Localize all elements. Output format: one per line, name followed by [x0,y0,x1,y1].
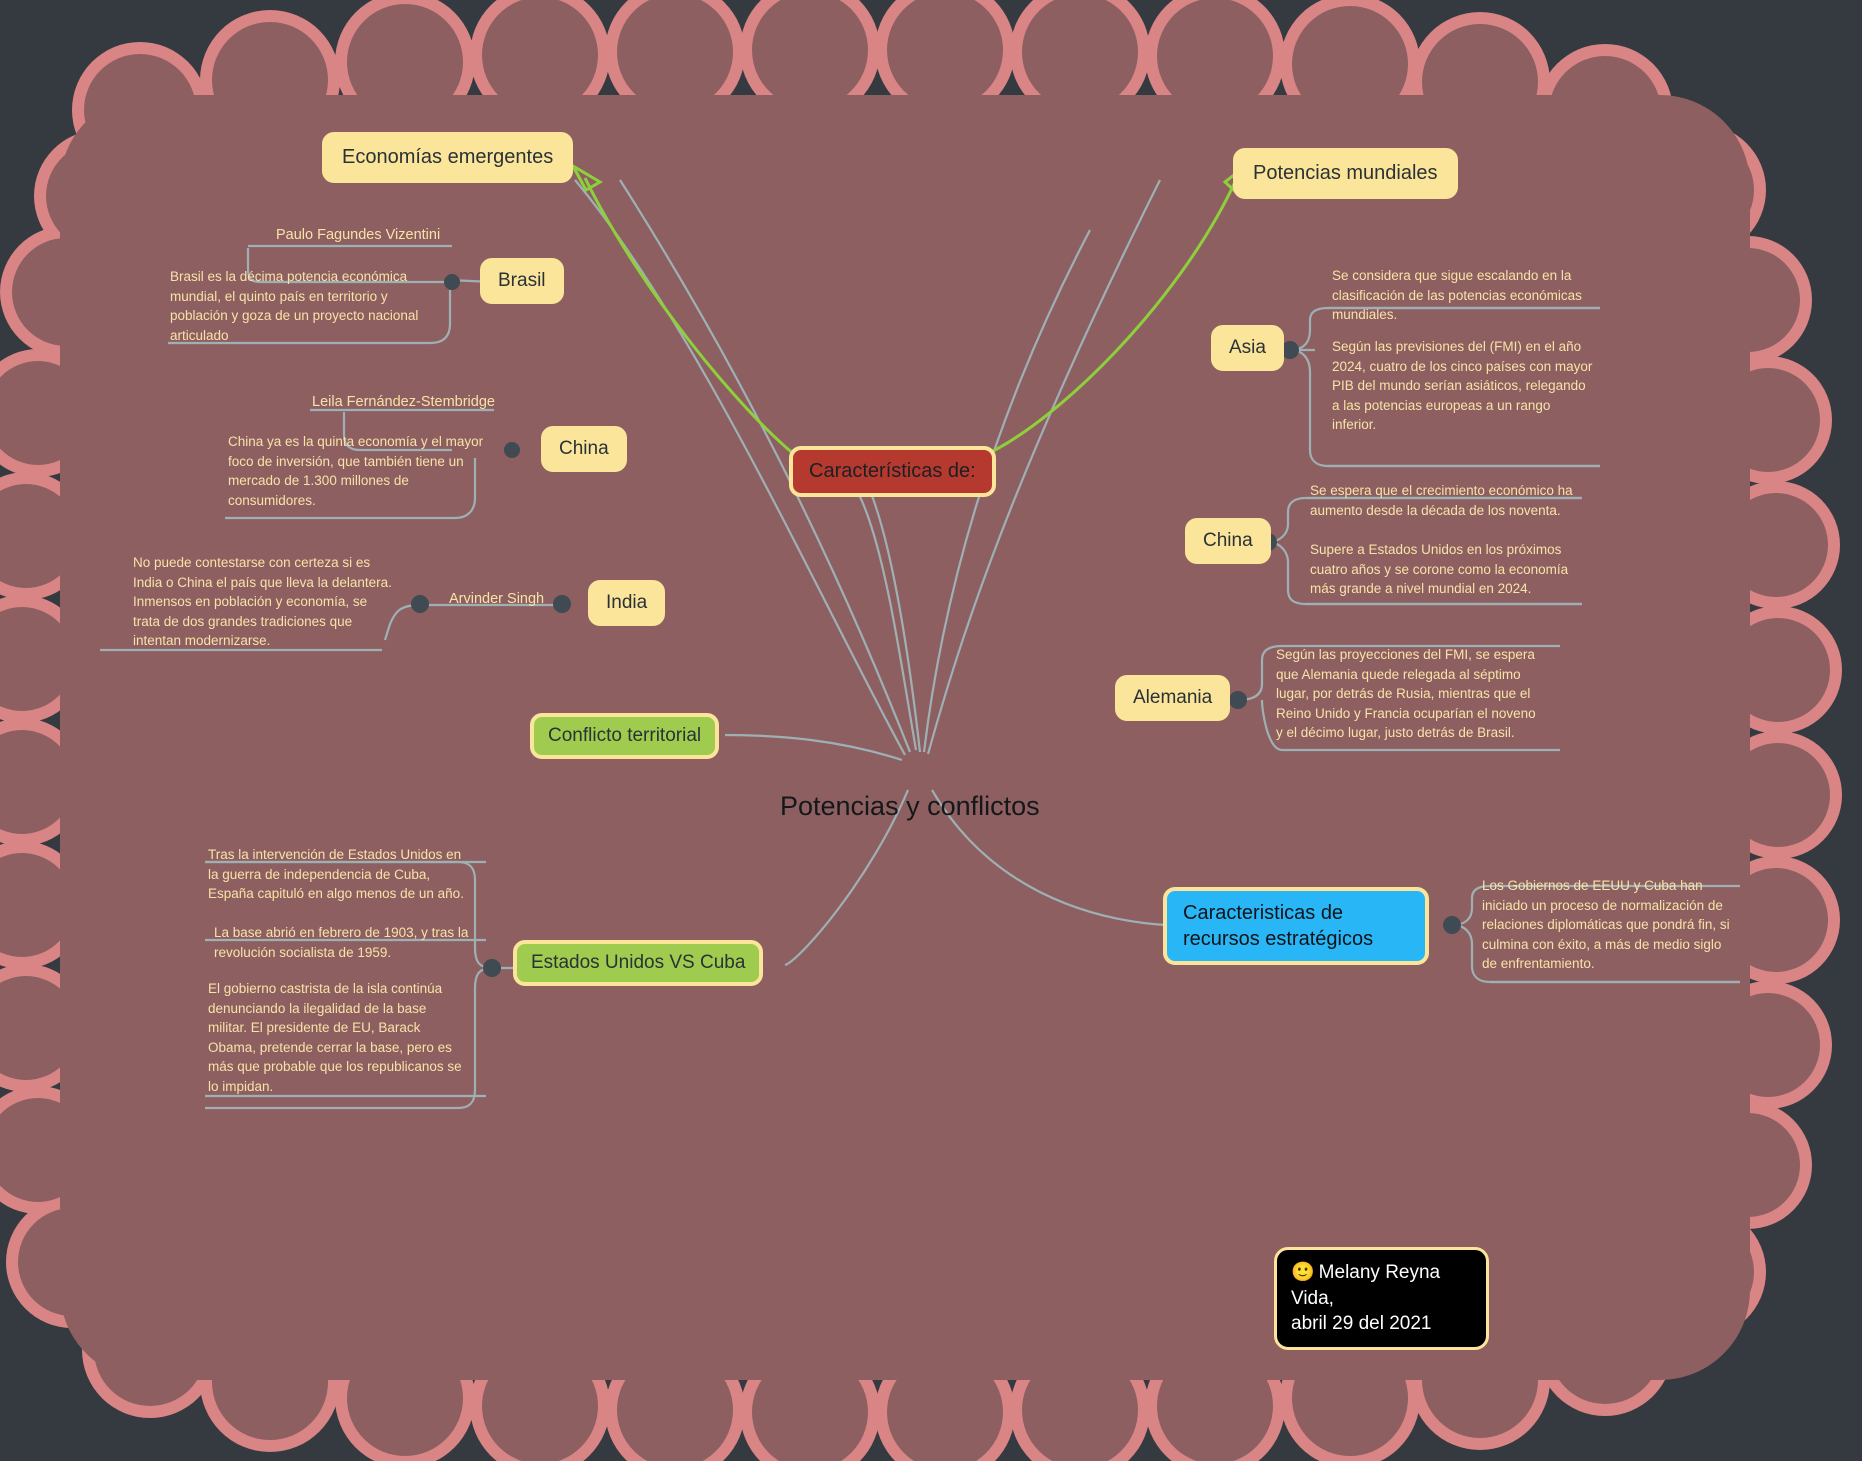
node-caracteristicas-de[interactable]: Características de: [789,446,996,497]
author-india: Arvinder Singh [449,591,545,607]
node-label: Alemania [1133,687,1213,708]
node-label: China [1203,530,1253,551]
node-economias-emergentes[interactable]: Economías emergentes [322,132,574,183]
node-label: Potencias mundiales [1253,162,1438,184]
signature-text: Melany Reyna Vida, abril 29 del 2021 [1291,1262,1441,1335]
node-label: Brasil [498,270,546,291]
node-label: Caracteristicas de recursos estratégicos [1183,902,1374,950]
note-cuba-2: La base abrió en febrero de 1903, y tras… [214,925,469,960]
note-china-left: China ya es la quinta economía y el mayo… [228,434,484,508]
author-china: Leila Fernández-Stembridge [312,394,495,410]
node-label: Economías emergentes [342,146,554,168]
note-india: No puede contestarse con certeza si es I… [133,555,392,649]
node-conflicto-territorial[interactable]: Conflicto territorial [530,713,720,759]
note-china-right-2: Supere a Estados Unidos en los próximos … [1310,542,1569,597]
node-label: Estados Unidos VS Cuba [531,952,746,973]
smiley-icon: 🙂 [1291,1262,1315,1283]
node-china-left[interactable]: China [541,426,627,472]
author-brasil: Paulo Fagundes Vizentini [276,227,441,243]
note-asia-1: Se considera que sigue escalando en la c… [1332,268,1582,323]
node-brasil[interactable]: Brasil [480,258,564,304]
note-recursos: Los Gobiernos de EEUU y Cuba han iniciad… [1482,878,1730,972]
node-recursos-estrategicos[interactable]: Caracteristicas de recursos estratégicos [1163,887,1429,965]
note-alemania: Según las proyecciones del FMI, se esper… [1276,647,1536,741]
node-label: Asia [1229,337,1266,358]
root-label: Potencias y conflictos [780,791,1040,821]
note-cuba-3: El gobierno castrista de la isla continú… [208,981,462,1094]
note-brasil: Brasil es la décima potencia económica m… [170,269,419,343]
note-asia-2: Según las previsiones del (FMI) en el añ… [1332,339,1593,433]
node-label: India [606,592,648,613]
node-alemania[interactable]: Alemania [1115,675,1231,721]
node-label: China [559,438,609,459]
node-potencias-mundiales[interactable]: Potencias mundiales [1233,148,1458,199]
root-node[interactable]: Potencias y conflictos [780,790,1040,824]
node-estados-unidos-vs-cuba[interactable]: Estados Unidos VS Cuba [513,940,764,986]
note-cuba-1: Tras la intervención de Estados Unidos e… [208,847,464,902]
node-china-right[interactable]: China [1185,518,1271,564]
node-asia[interactable]: Asia [1211,325,1284,371]
signature-badge[interactable]: 🙂Melany Reyna Vida, abril 29 del 2021 [1274,1247,1489,1350]
note-china-right-1: Se espera que el crecimiento económico h… [1310,483,1573,518]
node-label: Características de: [809,460,976,482]
node-india[interactable]: India [588,580,666,626]
node-label: Conflicto territorial [548,725,702,746]
